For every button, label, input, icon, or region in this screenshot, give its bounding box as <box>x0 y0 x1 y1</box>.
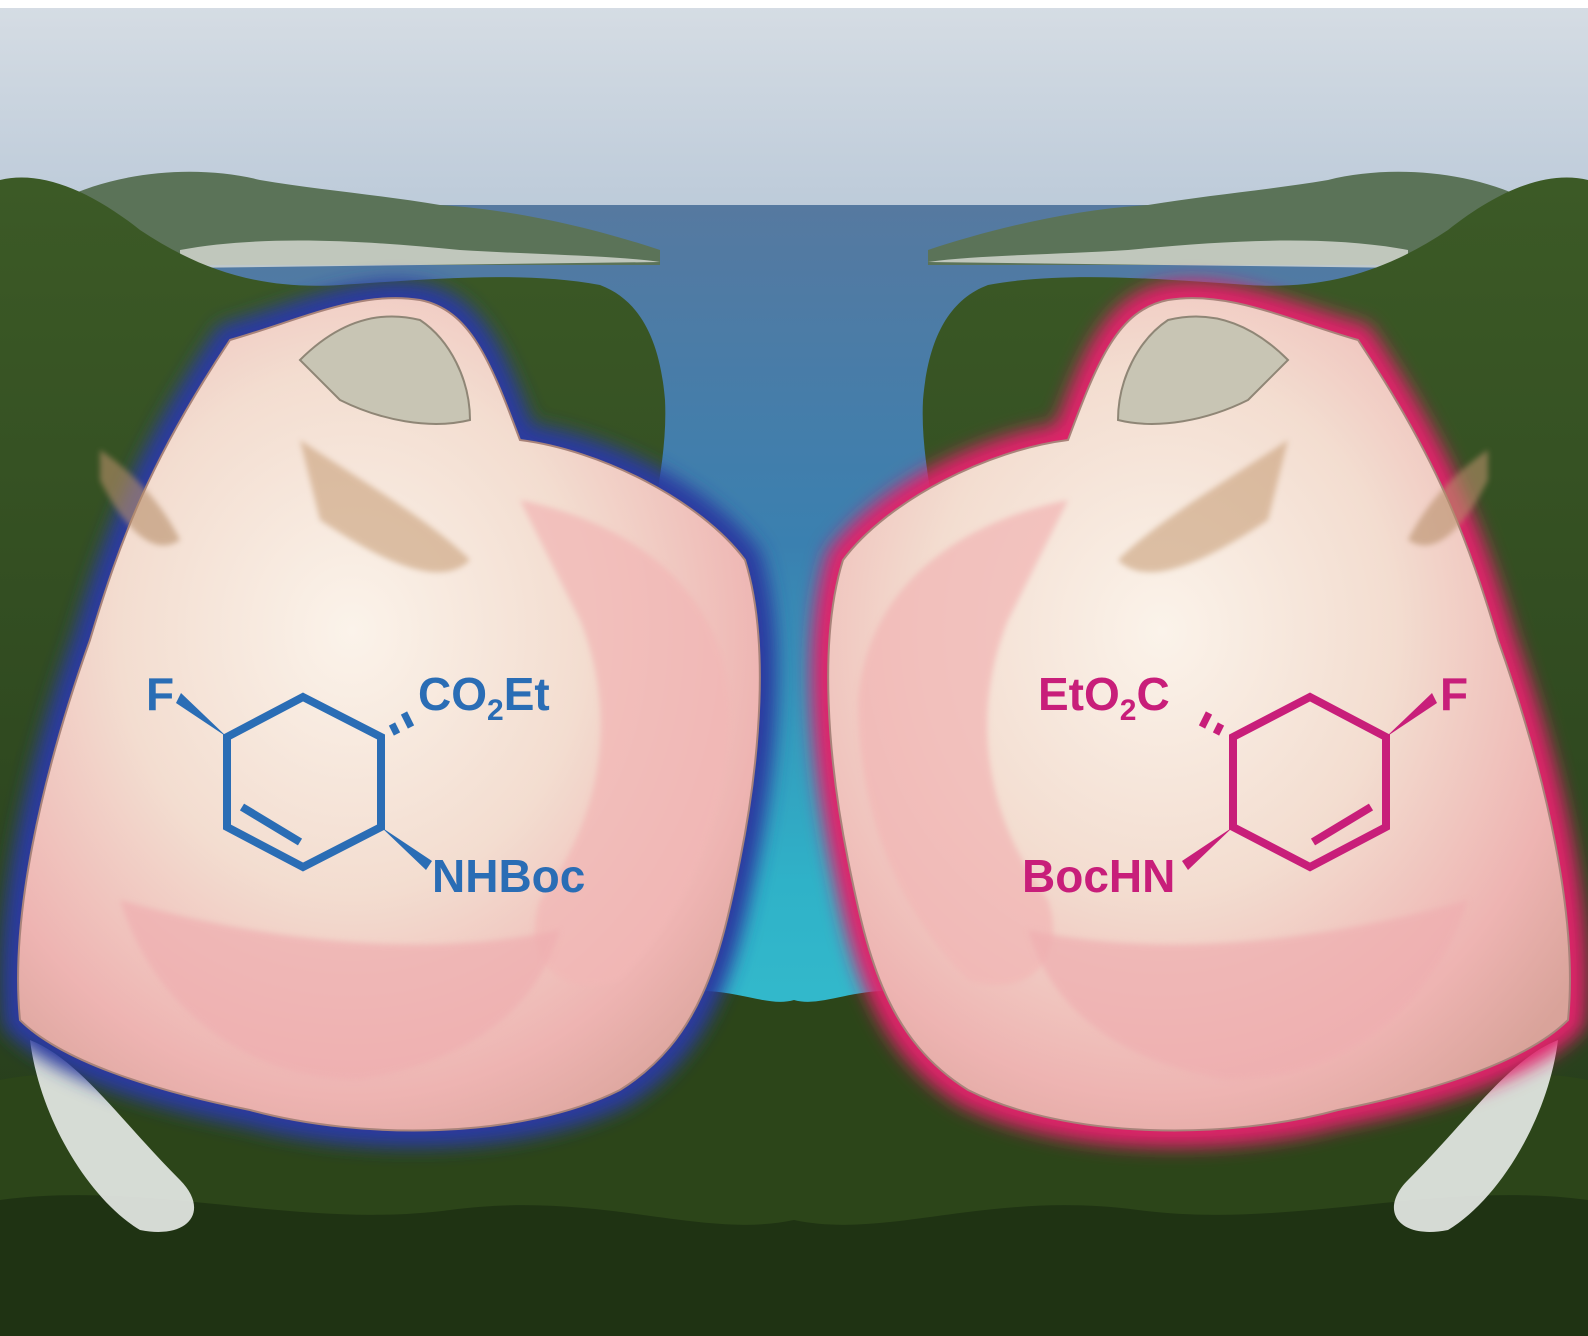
shell-spire <box>1116 315 1290 425</box>
right-ester-prefix: EtO <box>1038 668 1120 720</box>
shell-tan-streak <box>300 440 470 573</box>
right-f-label: F <box>1440 668 1468 720</box>
island-cliffs <box>928 240 1408 268</box>
island-cliffs <box>180 240 660 268</box>
shell-tan-streak <box>100 450 180 546</box>
right-molecule: EtO2C F BocHN <box>1022 668 1468 902</box>
right-ester-suffix: C <box>1136 668 1169 720</box>
island-icon <box>60 171 660 265</box>
left-ester-sub: 2 <box>487 694 504 727</box>
right-wedge-f <box>1386 693 1437 737</box>
cliff-patch <box>1393 1040 1558 1232</box>
left-shell-group <box>1 281 777 1148</box>
right-ester-label: EtO2C <box>1038 668 1170 727</box>
island-icon <box>928 171 1528 265</box>
shell-tan-streak <box>1118 440 1288 573</box>
shell-pink-lip <box>520 500 730 986</box>
left-hashed-bond <box>388 711 415 736</box>
right-shell-group <box>811 281 1587 1148</box>
right-wedge-nh <box>1182 827 1233 870</box>
left-wedge-f <box>176 693 227 737</box>
right-hashed-bond <box>1198 711 1225 736</box>
shell-spire <box>298 315 472 425</box>
cliff-patch <box>30 1040 195 1232</box>
shell-pink-lip <box>858 500 1068 986</box>
right-double-bond <box>1310 803 1374 846</box>
top-strip <box>0 0 1588 8</box>
left-ester-suffix: Et <box>504 668 550 720</box>
left-ester-prefix: CO <box>418 668 487 720</box>
left-double-bond <box>239 803 303 846</box>
forest-texture <box>0 1195 1588 1336</box>
left-molecule: F CO2Et NHBoc <box>146 668 585 902</box>
shell-tan-streak <box>1408 450 1488 546</box>
left-ester-label: CO2Et <box>418 668 550 727</box>
left-f-label: F <box>146 668 174 720</box>
left-amine-label: NHBoc <box>432 850 585 902</box>
shell-pink-lip <box>1028 900 1468 1080</box>
right-ester-sub: 2 <box>1120 694 1137 727</box>
left-wedge-nh <box>381 827 432 870</box>
right-amine-label: BocHN <box>1022 850 1175 902</box>
shell-pink-lip <box>120 900 560 1080</box>
